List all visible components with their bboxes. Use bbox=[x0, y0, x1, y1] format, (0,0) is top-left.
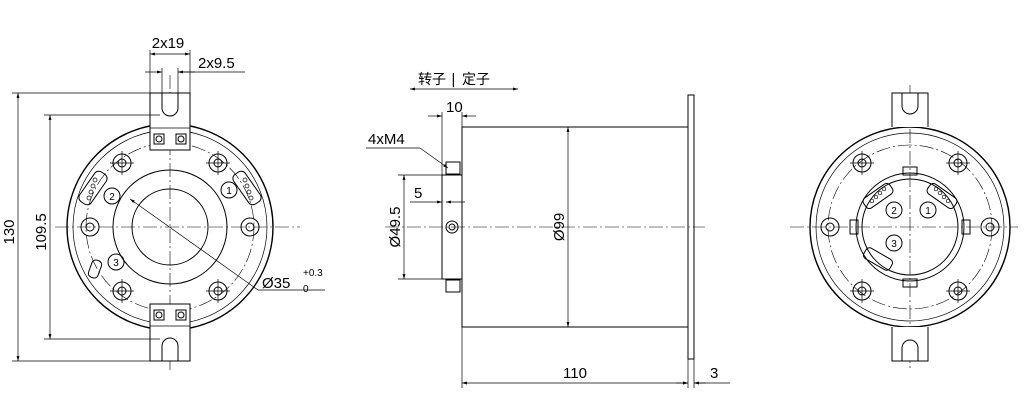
front-bore-dim: Ø35 bbox=[262, 275, 290, 292]
front-dim-tab-width-text: 2x19 bbox=[152, 35, 185, 52]
side-dim-body-len-text: 110 bbox=[563, 365, 587, 382]
rear-outer-rim bbox=[815, 132, 1005, 322]
rear-left-clip bbox=[849, 219, 859, 235]
side-shaft-end bbox=[445, 220, 459, 234]
side-dim-body-len: 110 bbox=[461, 327, 695, 388]
front-circle-label-1: 1 bbox=[220, 181, 238, 199]
front-dim-hole-pitch-text: 109.5 bbox=[33, 213, 50, 251]
rear-circle-label-3: 3 bbox=[885, 234, 903, 252]
rear-circle-label-1: 1 bbox=[919, 201, 937, 219]
front-dim-hole-pitch: 109.5 bbox=[33, 114, 160, 340]
front-terminal-block-right bbox=[232, 170, 262, 206]
rear-bottom-clip bbox=[902, 278, 918, 288]
front-bore-leader bbox=[129, 198, 259, 291]
side-end-flange bbox=[687, 94, 695, 360]
front-circle-label-1-text: 1 bbox=[226, 186, 232, 197]
side-label-stator: 定子 bbox=[462, 72, 490, 88]
rear-circle-label-2-text: 2 bbox=[891, 206, 897, 217]
rear-inner-rim bbox=[861, 178, 959, 276]
front-dim-outer-height-text: 130 bbox=[1, 219, 18, 244]
front-bottom-tab bbox=[149, 303, 191, 362]
front-top-tab bbox=[149, 92, 191, 151]
front-hub-circle bbox=[112, 169, 228, 285]
side-dim-body-dia-text: Ø99 bbox=[551, 213, 568, 241]
front-dim-outer-height: 130 bbox=[1, 92, 150, 362]
side-dim-rotor-len: 10 bbox=[428, 99, 476, 175]
rear-view: 2 1 3 bbox=[790, 85, 1018, 368]
rear-mounting-holes bbox=[820, 151, 1000, 303]
rear-circle-label-1-text: 1 bbox=[925, 206, 931, 217]
rear-top-clip bbox=[902, 166, 918, 176]
front-view: 2 1 3 Ø35 +0.3 0 130 109.5 bbox=[1, 35, 325, 370]
rear-top-slot bbox=[901, 93, 919, 115]
front-bottom-slot bbox=[161, 337, 179, 361]
side-dim-body-dia: Ø99 bbox=[551, 127, 570, 327]
side-dim-flange-thk-text: 3 bbox=[710, 365, 718, 382]
rear-terminal-block-left bbox=[862, 182, 894, 210]
front-bore-circle bbox=[131, 188, 209, 266]
rear-right-clip bbox=[961, 219, 971, 235]
front-dim-tab-width: 2x19 bbox=[149, 35, 191, 93]
side-label-divider: | bbox=[451, 72, 456, 88]
side-dim-flange-dia: Ø49.5 bbox=[387, 174, 442, 280]
front-bore-tol-lower: 0 bbox=[303, 284, 309, 295]
front-mounting-holes bbox=[80, 151, 260, 303]
rear-bottom-tab bbox=[891, 327, 929, 362]
side-dim-shaft-len-text: 5 bbox=[414, 185, 422, 202]
rear-inner-circle bbox=[855, 172, 965, 282]
side-dim-flange-thk: 3 bbox=[676, 365, 730, 385]
side-top-screw bbox=[445, 161, 461, 175]
side-dim-rotor-len-text: 10 bbox=[446, 99, 463, 116]
front-bottom-screws bbox=[153, 309, 187, 321]
rear-top-tab bbox=[891, 92, 929, 127]
side-dim-flange-dia-text: Ø49.5 bbox=[387, 207, 404, 248]
side-view: 转子 | 定子 10 4xM4 5 Ø49.5 bbox=[366, 72, 730, 388]
front-top-slot bbox=[161, 93, 179, 117]
front-circle-label-2-text: 2 bbox=[109, 192, 115, 203]
front-top-screws bbox=[153, 133, 187, 145]
rear-bolt-circle bbox=[827, 144, 993, 310]
front-terminal-block-left bbox=[78, 170, 108, 206]
side-rotor-flange bbox=[441, 174, 463, 280]
front-bore-tol-upper: +0.3 bbox=[303, 268, 323, 279]
rear-bottom-slot bbox=[901, 339, 919, 361]
side-bottom-screw bbox=[445, 279, 461, 293]
front-dim-slot-width: 2x9.5 bbox=[145, 55, 245, 93]
rear-circle-label-2: 2 bbox=[885, 201, 903, 219]
side-shaft-center bbox=[448, 223, 456, 231]
side-dim-thread: 4xM4 bbox=[366, 131, 449, 169]
front-dim-slot-width-text: 2x9.5 bbox=[198, 55, 235, 72]
side-dim-shaft-len: 5 bbox=[410, 185, 465, 205]
rear-circle-label-3-text: 3 bbox=[891, 239, 897, 250]
front-circle-label-2: 2 bbox=[103, 187, 121, 205]
front-circle-label-3-text: 3 bbox=[113, 258, 119, 269]
front-terminal-block-bottom bbox=[87, 259, 103, 279]
side-dim-thread-text: 4xM4 bbox=[368, 131, 405, 148]
front-circle-label-3: 3 bbox=[107, 253, 125, 271]
side-label-rotor: 转子 bbox=[418, 72, 446, 88]
rear-terminal-block-bottom bbox=[862, 247, 894, 271]
rear-terminal-block-right bbox=[926, 182, 958, 210]
